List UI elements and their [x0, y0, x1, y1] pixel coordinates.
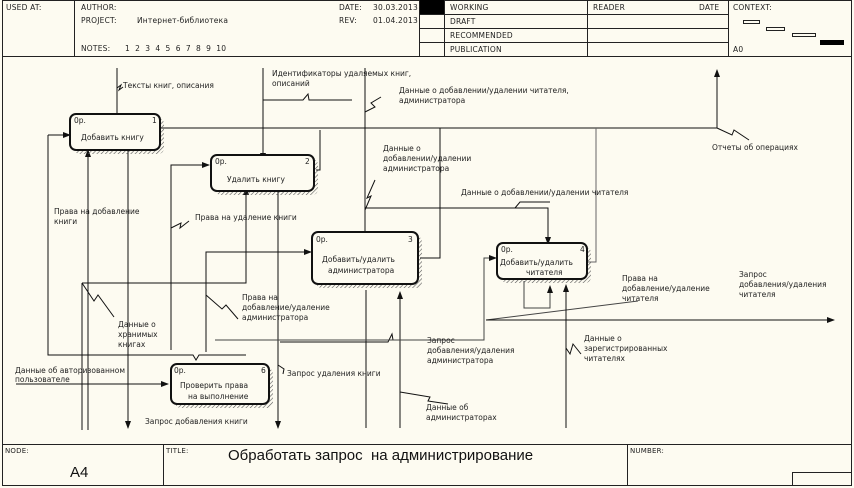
status-working: WORKING [450, 3, 489, 12]
label-req-reader-line2: добавления/удаления [739, 280, 827, 289]
used-at-label: USED AT: [6, 3, 42, 12]
box3-cost: 0р. [316, 235, 328, 244]
process-box-add-delete-admin[interactable] [311, 231, 422, 288]
label-registered-line3: читателях [584, 354, 626, 363]
label-auth-user-line2: пользователе [15, 375, 70, 384]
status-draft: DRAFT [450, 17, 476, 26]
arrow-rights-add [47, 135, 92, 356]
context-box-current [820, 40, 844, 45]
box2-label: Удалить книгу [227, 175, 285, 184]
diagram-title: Обработать запрос на администрирование [228, 447, 534, 464]
date-label: DATE: [339, 3, 363, 12]
header-block: USED AT: AUTHOR: PROJECT: Интернет-библи… [2, 0, 852, 57]
box3-label-line2: администратора [328, 266, 394, 275]
label-admins-line1: Данные об [426, 403, 469, 412]
label-registered-line2: зарегистрированных [584, 344, 668, 353]
process-box-add-delete-reader[interactable] [496, 242, 591, 283]
box6-label-line1: Проверить права [180, 381, 248, 390]
box1-label: Добавить книгу [81, 133, 144, 142]
notes-values: 1 2 3 4 5 6 7 8 9 10 [125, 44, 227, 53]
label-admin-data-line1: Данные о [383, 144, 421, 153]
label-rights-reader-line1: Права на [622, 274, 658, 283]
number-label: NUMBER: [630, 447, 665, 455]
label-req-add-book: Запрос добавления книги [145, 417, 248, 426]
context-box-3 [792, 33, 816, 37]
label-ids-line1: Идентификаторы удаляемых книг, [272, 69, 411, 78]
node-label: NODE: [5, 447, 29, 455]
status-recommended: RECOMMENDED [450, 31, 513, 40]
box1-cost: 0р. [74, 116, 86, 125]
label-stored-line1: Данные о [118, 320, 156, 329]
label-req-admin-line2: добавления/удаления [427, 346, 515, 355]
project-label: PROJECT: [81, 16, 117, 25]
author-label: AUTHOR: [81, 3, 117, 12]
label-reports: Отчеты об операциях [712, 143, 799, 152]
arrow-rights-delete [170, 162, 210, 350]
label-rights-admin-line2: добавление/удаление [242, 303, 330, 312]
label-stored-line3: книгах [118, 340, 146, 349]
box6-cost: 0р. [174, 366, 186, 375]
box4-number: 4 [580, 245, 585, 254]
label-admins-line2: администраторах [426, 413, 497, 422]
label-admin-data-line2: добавлении/удалении [383, 154, 471, 163]
box2-number: 2 [305, 157, 310, 166]
label-ids-line2: описаний [272, 79, 310, 88]
project-value: Интернет-библиотека [137, 16, 229, 25]
context-node: A0 [733, 45, 744, 54]
notes-label: NOTES: [81, 44, 111, 53]
arrow-rights-admin [205, 249, 312, 352]
context-box-1 [743, 20, 760, 24]
label-rights-add-line1: Права на добавление [54, 207, 140, 216]
box4-label-line2: читателя [526, 268, 563, 277]
process-boxes [69, 113, 591, 408]
label-req-delete-book: Запрос удаления книги [287, 369, 381, 378]
box3-number: 3 [408, 235, 413, 244]
label-registered-line1: Данные о [584, 334, 622, 343]
process-box-add-book[interactable] [69, 113, 164, 154]
title-label: TITLE: [166, 447, 189, 455]
label-rights-admin-line1: Права на [242, 293, 278, 302]
label-reader-data: Данные о добавлении/удалении читателя [461, 188, 628, 197]
label-rights-delete: Права на удаление книги [195, 213, 297, 222]
box1-number: 1 [152, 116, 157, 125]
label-reader-admin-line2: администратора [399, 96, 465, 105]
label-req-admin-line3: администратора [427, 356, 493, 365]
label-req-admin-line1: Запрос [427, 336, 455, 345]
box2-cost: 0р. [215, 157, 227, 166]
label-reader-admin-line1: Данные о добавлении/удалении читателя, [399, 86, 569, 95]
footer-number-box [792, 472, 852, 486]
label-rights-add-line2: книги [54, 217, 77, 226]
label-rights-admin-line3: администратора [242, 313, 308, 322]
label-rights-reader-line2: добавление/удаление [622, 284, 710, 293]
process-box-check-rights[interactable] [170, 363, 273, 408]
box6-label-line2: на выполнение [188, 392, 249, 401]
arrows [16, 68, 835, 430]
box3-label-line1: Добавить/удалить [322, 255, 395, 264]
label-stored-line2: хранимых [118, 330, 158, 339]
reader-date-label: DATE [699, 3, 720, 12]
label-texts-books: Тексты книг, описания [122, 81, 214, 90]
node-value: A4 [70, 464, 89, 481]
label-rights-reader-line3: читателя [622, 294, 659, 303]
box4-label-line1: Добавить/удалить [500, 258, 573, 267]
label-req-reader-line3: читателя [739, 290, 776, 299]
rev-label: REV: [339, 16, 357, 25]
rev-value: 01.04.2013 [373, 16, 418, 25]
reader-label: READER [593, 3, 626, 12]
arrow-rights-reader [485, 300, 639, 321]
label-admin-data-line3: администратора [383, 164, 449, 173]
label-auth-user-line1: Данные об авторизованном [15, 366, 125, 375]
status-working-marker [420, 0, 444, 14]
label-req-reader-line1: Запрос [739, 270, 767, 279]
status-publication: PUBLICATION [450, 45, 502, 54]
context-label: CONTEXT: [733, 3, 772, 12]
box4-cost: 0р. [501, 245, 513, 254]
arrow-reader-data [365, 207, 551, 245]
date-value: 30.03.2013 [373, 3, 418, 12]
box6-number: 6 [261, 366, 266, 375]
process-box-delete-book[interactable] [210, 154, 318, 195]
context-box-2 [766, 27, 785, 31]
